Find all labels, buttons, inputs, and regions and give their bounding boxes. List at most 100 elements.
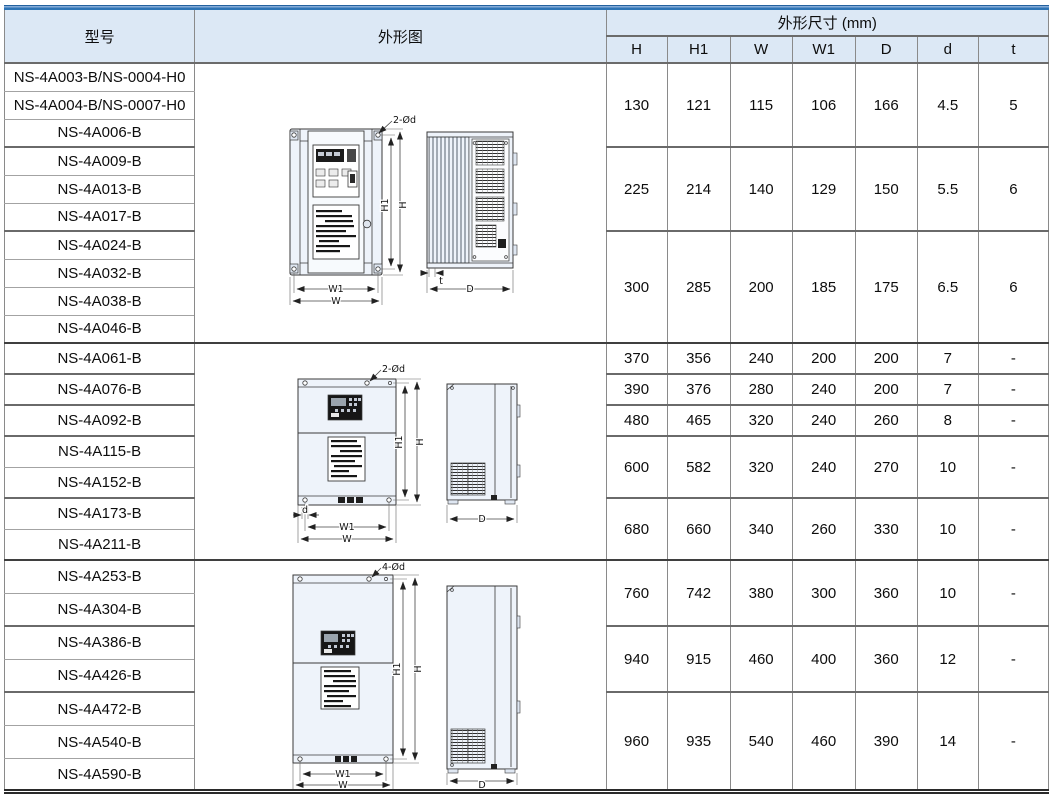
model-cell: NS-4A540-B	[3, 725, 196, 759]
table-row: NS-4A253-B	[3, 560, 1050, 793]
vent-grille	[475, 196, 505, 222]
mounting-hole	[383, 756, 389, 762]
dim-value-cell: 129	[791, 147, 856, 232]
dim-value-cell: 115	[729, 63, 793, 148]
vent-grille	[475, 140, 505, 166]
mounting-hole	[291, 266, 297, 272]
model-cell: NS-4A038-B	[3, 287, 196, 316]
dim-value-cell: -	[977, 374, 1050, 406]
vent-grille	[475, 224, 497, 248]
dim-value-cell: 940	[605, 626, 668, 694]
dim-value-cell: 300	[791, 560, 856, 627]
dim-value-cell: 5.5	[916, 147, 979, 232]
model-cell: NS-4A009-B	[3, 147, 196, 176]
dim-value-cell: 742	[666, 560, 731, 627]
dim-label-h1: H1	[392, 662, 403, 675]
dim-value-cell: 260	[791, 498, 856, 561]
front-dimensions: H1 H W1 W 2-Ød	[289, 114, 417, 308]
table-row: NS-4A006-B	[3, 119, 1049, 148]
dim-label-h: H	[413, 665, 424, 672]
table-body: NS-4A003-B/NS-0004-H0	[3, 63, 1050, 793]
col-header-t: t	[977, 36, 1050, 64]
dim-value-cell: 140	[729, 147, 793, 232]
dim-value-cell: 400	[791, 626, 856, 694]
dim-label-h: H	[415, 438, 426, 445]
dim-value-cell: -	[977, 405, 1050, 437]
dim-label-hole-d: d	[302, 505, 308, 516]
dim-value-cell: 7	[916, 374, 979, 406]
dim-value-cell: 680	[605, 498, 668, 561]
dim-value-cell: 200	[854, 343, 918, 375]
dim-value-cell: 6	[977, 147, 1050, 232]
dim-value-cell: 582	[666, 436, 731, 499]
dim-value-cell: 660	[666, 498, 731, 561]
mounting-hole	[375, 132, 381, 138]
dim-value-cell: 760	[605, 560, 668, 627]
table-row: NS-4A013-B	[3, 175, 1049, 204]
dim-value-cell: 360	[854, 626, 918, 694]
dim-value-cell: 280	[729, 374, 793, 406]
outline-drawing-cell: H1 H d W1 W 2-Ød	[194, 343, 607, 561]
dim-value-cell: 10	[916, 498, 979, 561]
dim-value-cell: 240	[791, 374, 856, 406]
dim-value-cell: 260	[854, 405, 918, 437]
mounting-hole	[366, 576, 372, 582]
side-dimensions: t D	[420, 268, 514, 296]
col-header-w: W	[729, 36, 793, 64]
dim-value-cell: 540	[729, 692, 793, 793]
hole-callout: 4-Ød	[382, 562, 405, 573]
dim-value-cell: 240	[791, 436, 856, 499]
dim-label-d: D	[478, 780, 485, 789]
dim-value-cell: 380	[729, 560, 793, 627]
dim-value-cell: 300	[605, 231, 668, 344]
mounting-hole	[297, 576, 303, 582]
label-block	[327, 436, 366, 481]
outline-drawing-cell: H1 H W1 W 4-Ød	[194, 560, 607, 793]
model-cell: NS-4A024-B	[3, 231, 196, 260]
dim-value-cell: 320	[729, 405, 793, 437]
model-cell: NS-4A003-B/NS-0004-H0	[3, 63, 196, 92]
dim-value-cell: 200	[729, 231, 793, 344]
hole-callout: 2-Ød	[382, 364, 405, 375]
dim-value-cell: 7	[916, 343, 979, 375]
dim-value-cell: 935	[666, 692, 731, 793]
side-dimensions: D	[446, 773, 518, 789]
dim-value-cell: 150	[854, 147, 918, 232]
model-cell: NS-4A004-B/NS-0007-H0	[3, 91, 196, 120]
model-cell: NS-4A017-B	[3, 203, 196, 232]
dim-label-w: W	[338, 780, 348, 789]
table-top-rule	[4, 5, 1049, 10]
table-row: NS-4A003-B/NS-0004-H0	[3, 63, 1050, 344]
dim-value-cell: -	[977, 692, 1050, 793]
dim-value-cell: 270	[854, 436, 918, 499]
table-row: NS-4A152-B	[3, 467, 1049, 499]
dim-value-cell: 320	[729, 436, 793, 499]
col-header-h: H	[605, 36, 668, 64]
outline-drawing-large-frame: H1 H W1 W 4-Ød	[292, 561, 521, 789]
dim-label-h1: H1	[394, 435, 405, 448]
table-row: NS-4A017-B	[3, 203, 1049, 232]
front-dimensions: H1 H d W1 W 2-Ød	[293, 362, 427, 546]
vent-grille	[475, 168, 505, 194]
table-row: NS-4A211-B	[3, 529, 1049, 561]
col-header-hole-d: d	[916, 36, 979, 64]
col-header-dimensions-group: 外形尺寸 (mm)	[605, 10, 1050, 37]
side-view	[446, 383, 521, 504]
side-view	[426, 131, 518, 269]
model-cell: NS-4A304-B	[3, 593, 196, 627]
model-cell: NS-4A386-B	[3, 626, 196, 660]
model-cell: NS-4A115-B	[3, 436, 196, 468]
table-row: NS-4A032-B	[3, 259, 1049, 288]
table-row: NS-4A061-B	[3, 343, 1050, 561]
table-row: NS-4A426-B	[3, 659, 1049, 694]
mounting-hole	[302, 379, 308, 386]
front-view	[292, 574, 394, 764]
dim-value-cell: -	[977, 626, 1050, 694]
dim-value-cell: 130	[605, 63, 668, 148]
dim-value-cell: 240	[729, 343, 793, 375]
